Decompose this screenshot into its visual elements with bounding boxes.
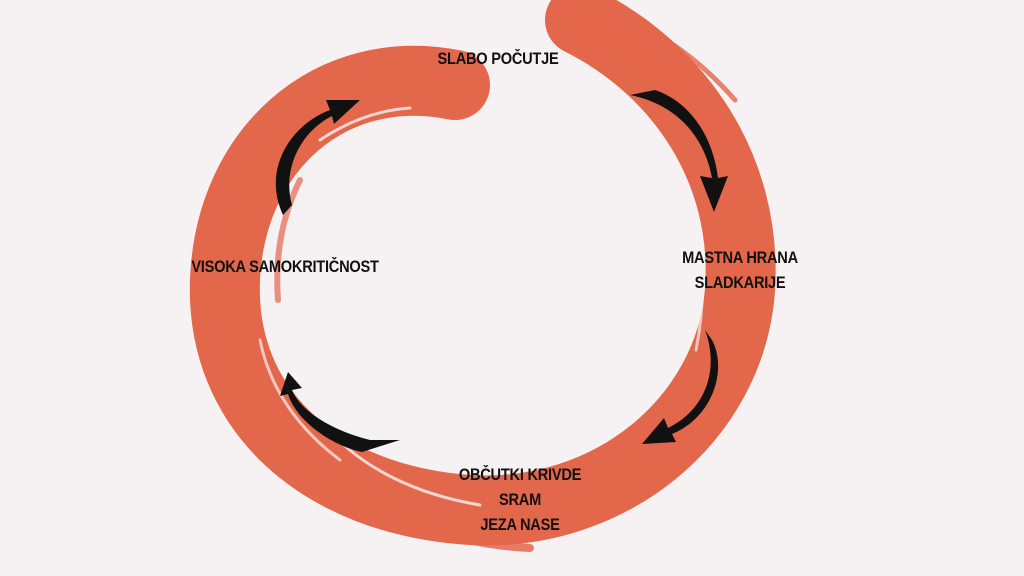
node-text-line: SRAM bbox=[498, 490, 542, 509]
node-text-line: OBČUTKI KRIVDE bbox=[458, 465, 582, 484]
arrow-bottom-to-left-icon bbox=[280, 372, 400, 452]
node-text-line: SLADKARIJE bbox=[694, 273, 786, 292]
node-slabo-pocutje: SLABO POČUTJE bbox=[421, 46, 576, 71]
node-obcutki-krivde: OBČUTKI KRIVDE SRAM JEZA NASE bbox=[438, 462, 601, 537]
node-mastna-hrana: MASTNA HRANA SLADKARIJE bbox=[663, 245, 818, 295]
cycle-arrows bbox=[275, 90, 728, 452]
arrow-top-to-right-icon bbox=[630, 90, 728, 212]
node-text-line: VISOKA SAMOKRITIČNOST bbox=[191, 257, 379, 276]
ring-stroke bbox=[189, 0, 776, 546]
arrow-right-to-bottom-icon bbox=[642, 330, 719, 444]
arrow-left-to-top-icon bbox=[275, 100, 360, 215]
node-text-line: JEZA NASE bbox=[480, 515, 560, 534]
node-text-line: SLABO POČUTJE bbox=[437, 49, 559, 68]
node-text-line: MASTNA HRANA bbox=[682, 248, 798, 267]
node-visoka-samokriticnost: VISOKA SAMOKRITIČNOST bbox=[160, 254, 409, 279]
